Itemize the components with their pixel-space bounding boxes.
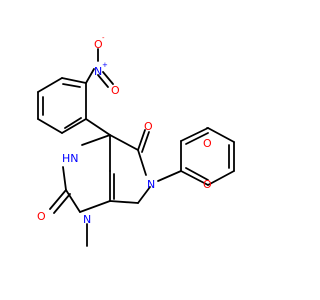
bicyclic-core	[49, 118, 151, 247]
atom-ester-o: O	[203, 178, 212, 191]
atom-nitro-n-charge: +	[102, 61, 108, 69]
molecule-structure: N + O - O HN O N O N O O	[37, 34, 235, 247]
atom-nitro-o-minus: O	[94, 38, 103, 51]
atom-ring-n: N	[147, 178, 155, 191]
benzoate-ring	[157, 127, 235, 186]
atom-nitro-o: O	[111, 84, 120, 97]
nitro-group	[85, 48, 114, 88]
nitrophenyl-ring	[37, 77, 87, 134]
atom-carbonyl-o: O	[203, 137, 212, 150]
atom-n-methyl: N	[83, 213, 91, 226]
atom-urea-o: O	[37, 210, 46, 223]
atom-nitro-n: N	[94, 65, 102, 78]
atom-nitro-o-minus-charge: -	[102, 34, 105, 42]
atom-hn: HN	[62, 152, 79, 165]
atom-lactam-o: O	[144, 120, 153, 133]
atom-labels: N + O - O HN O N O N O O	[37, 34, 212, 226]
